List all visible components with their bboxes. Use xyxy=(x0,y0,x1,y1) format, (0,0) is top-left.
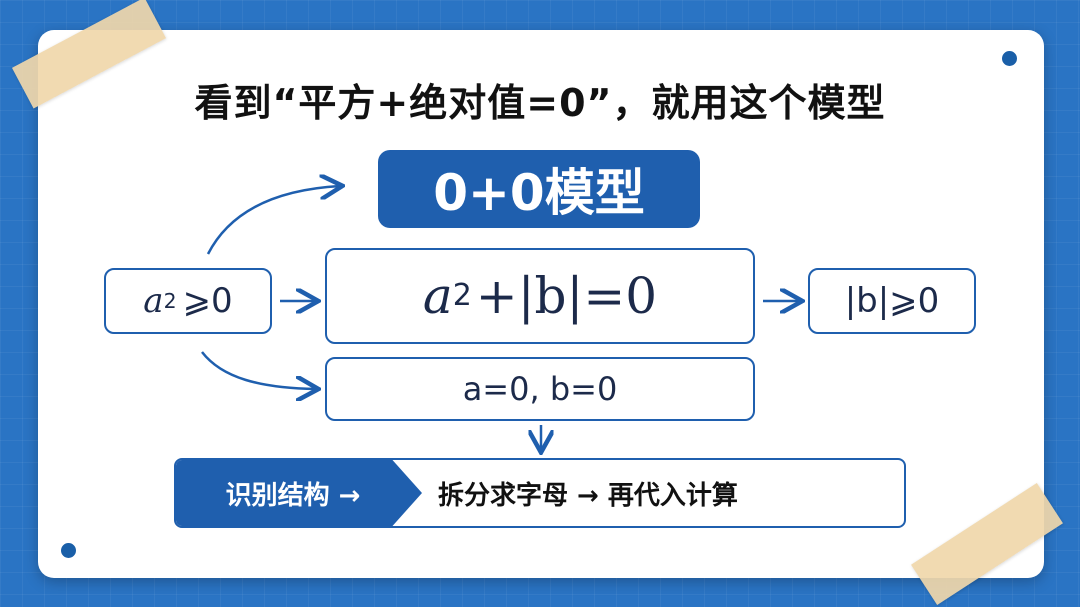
result-text: a=0, b=0 xyxy=(462,370,618,408)
result-box: a=0, b=0 xyxy=(325,357,755,421)
page-title: 看到“平方+绝对值=0”，就用这个模型 xyxy=(194,81,886,125)
main-rest: +|b|=0 xyxy=(475,267,658,325)
steps-bar: 识别结构 → 拆分求字母 → 再代入计算 xyxy=(174,458,906,528)
step-split-and-calc: 拆分求字母 → 再代入计算 xyxy=(438,480,738,511)
right-text: |b|⩾0 xyxy=(844,281,940,321)
pin-top-right xyxy=(1002,51,1017,66)
arrow-curve-down xyxy=(201,351,316,389)
model-tag: 0+0模型 xyxy=(378,150,700,228)
left-base: a xyxy=(143,281,164,321)
pin-bottom-left xyxy=(61,543,76,558)
main-base: a xyxy=(422,267,453,325)
arrow-curve-up xyxy=(206,186,340,255)
right-condition-box: |b|⩾0 xyxy=(808,268,976,334)
left-rest: ⩾0 xyxy=(182,281,233,321)
step-identify: 识别结构 → xyxy=(176,460,422,526)
